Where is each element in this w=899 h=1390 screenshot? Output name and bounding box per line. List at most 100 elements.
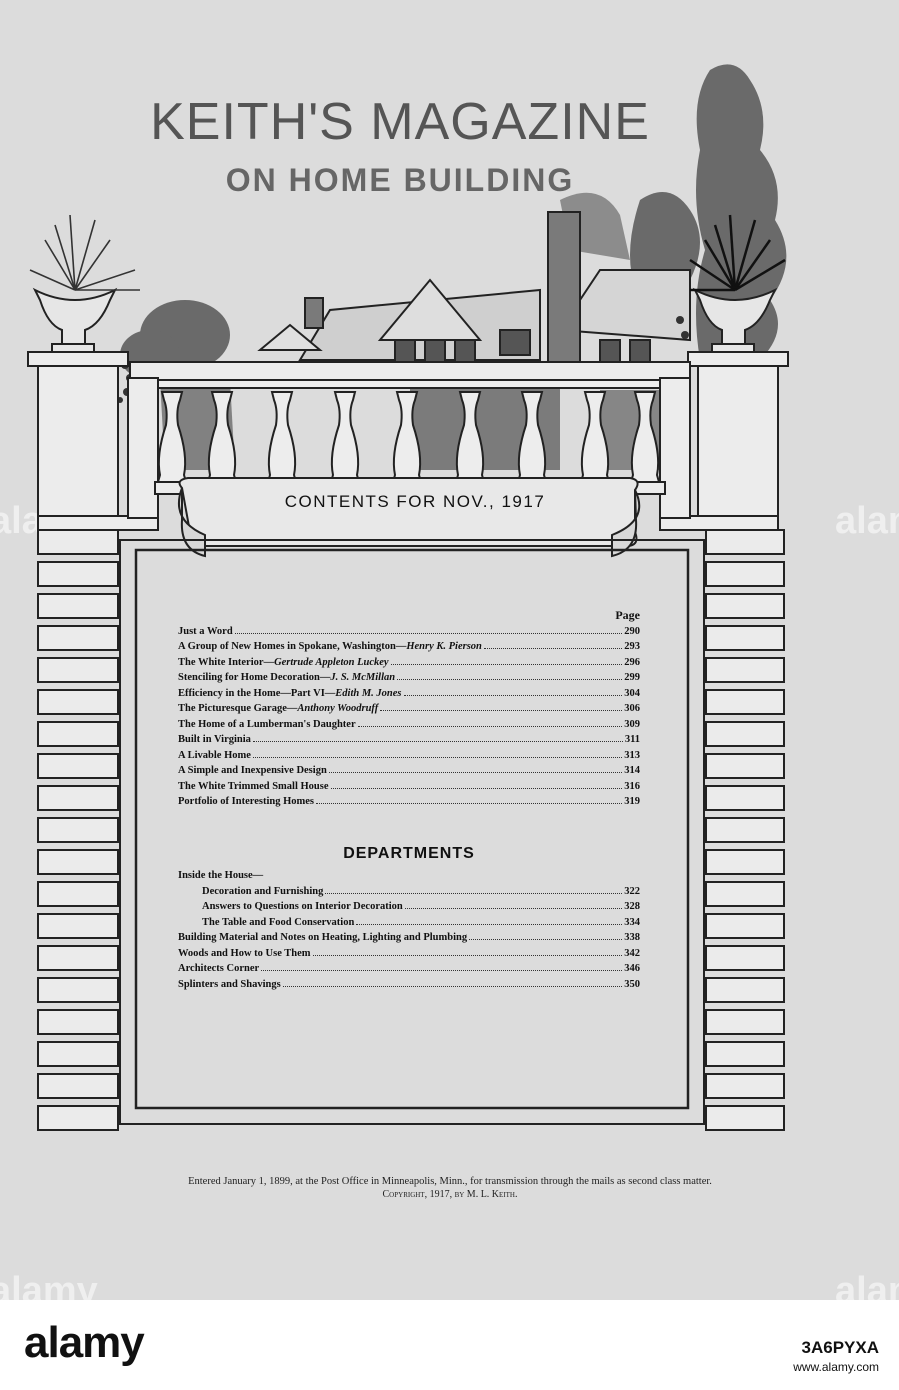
brick <box>37 1041 119 1067</box>
toc-list: Just a Word 290 A Group of New Homes in Sp… <box>178 624 640 810</box>
toc-row: Efficiency in the Home—Part VI—Edith M. … <box>178 686 640 702</box>
toc-entry-title: Architects Corner <box>178 963 260 974</box>
toc-entry-title: Just a Word <box>178 625 233 637</box>
toc-entry-page: 328 <box>624 901 640 912</box>
toc-entry-author: Gertrude Appleton Luckey <box>274 656 389 668</box>
brick <box>705 1009 785 1035</box>
brick <box>705 1041 785 1067</box>
toc-entry-page: 306 <box>624 703 640 714</box>
brick <box>705 849 785 875</box>
brick <box>705 561 785 587</box>
magazine-subtitle: ON HOME BUILDING <box>225 162 575 198</box>
contents-frame <box>119 539 705 1125</box>
toc-entry-page: 299 <box>624 672 640 683</box>
toc-entry-title: Answers to Questions on Interior Decorat… <box>202 901 403 912</box>
toc-leader-dots <box>469 931 623 940</box>
toc-entry-title: The White Interior <box>178 656 264 668</box>
toc-entry-page: 313 <box>624 749 640 761</box>
brick <box>37 1009 119 1035</box>
stock-image-id: 3A6PYXA <box>801 1338 879 1357</box>
toc-leader-dots <box>316 795 623 804</box>
toc-entry-page: 293 <box>624 641 640 652</box>
toc-leader-dots <box>357 718 623 727</box>
house-drawing <box>257 211 691 363</box>
toc-entry-title: Decoration and Furnishing <box>202 885 324 897</box>
brick <box>705 977 785 1003</box>
brick <box>37 945 119 971</box>
toc-leader-dots <box>328 764 623 773</box>
brick <box>705 945 785 971</box>
toc-entry-dash: — <box>263 656 275 668</box>
brick <box>37 753 119 779</box>
toc-row: A Livable Home 313 <box>178 748 640 764</box>
brick <box>37 561 119 587</box>
department-row: Splinters and Shavings 350 <box>178 977 640 993</box>
brick <box>37 849 119 875</box>
brick <box>37 625 119 651</box>
brick <box>37 913 119 939</box>
urn-left <box>29 214 140 353</box>
toc-leader-dots <box>483 640 623 649</box>
toc-entry-page: 350 <box>624 978 640 990</box>
brick <box>37 529 119 555</box>
right-pillar <box>659 351 789 531</box>
toc-entry-title: Woods and How to Use Them <box>178 947 311 959</box>
toc-leader-dots <box>330 780 623 789</box>
toc-row: Portfolio of Interesting Homes 319 <box>178 794 640 810</box>
watermark-right: alamy <box>835 500 899 542</box>
brick <box>37 1105 119 1131</box>
footer-copyright: Copyright, 1917, by M. L. Keith. <box>382 1189 518 1200</box>
brick <box>705 785 785 811</box>
contents-banner <box>177 477 641 558</box>
toc-entry-page: 319 <box>624 796 640 807</box>
brick <box>705 689 785 715</box>
footer-notice: Entered January 1, 1899, at the Post Off… <box>40 1175 860 1201</box>
brick <box>37 1073 119 1099</box>
brick <box>37 721 119 747</box>
toc-entry-page: 342 <box>624 947 640 959</box>
toc-entry-author: Anthony Woodruff <box>297 703 379 714</box>
toc-entry-dash: — <box>286 703 298 714</box>
toc-entry-page: 322 <box>624 885 640 897</box>
toc-entry-title: Building Material and Notes on Heating, … <box>178 932 468 943</box>
departments-heading: DEPARTMENTS <box>343 844 475 862</box>
toc-entry-page: 290 <box>624 625 640 637</box>
brick <box>37 817 119 843</box>
toc-entry-author: J. S. McMillan <box>330 672 396 683</box>
balustrade <box>127 361 691 519</box>
toc-leader-dots <box>234 625 623 634</box>
department-row: Answers to Questions on Interior Decorat… <box>178 899 640 915</box>
brick <box>37 689 119 715</box>
toc-leader-dots <box>312 947 623 956</box>
toc-row: Just a Word 290 <box>178 624 640 640</box>
brick <box>37 977 119 1003</box>
brick <box>705 913 785 939</box>
toc-entry-title: Splinters and Shavings <box>178 978 281 990</box>
toc-page-header: Page <box>615 608 640 622</box>
toc-entry-title: A Livable Home <box>178 749 251 761</box>
toc-entry-title: The White Trimmed Small House <box>178 780 329 792</box>
toc-entry-page: 338 <box>624 932 640 943</box>
brick <box>705 1073 785 1099</box>
toc-entry-title: A Group of New Homes in Spokane, Washing… <box>178 641 396 652</box>
brick <box>705 881 785 907</box>
toc-leader-dots <box>397 671 623 680</box>
brick <box>37 785 119 811</box>
brick <box>705 753 785 779</box>
magazine-title: KEITH'S MAGAZINE <box>150 93 650 151</box>
toc-entry-title: The Table and Food Conservation <box>202 916 355 928</box>
toc-leader-dots <box>390 656 623 665</box>
baluster <box>266 391 298 483</box>
toc-entry-title: Portfolio of Interesting Homes <box>178 796 314 807</box>
toc-entry-page: 309 <box>624 718 640 730</box>
cover-illustration <box>27 64 789 1131</box>
toc-entry-author: Henry K. Pierson <box>406 641 482 652</box>
toc-entry-title: Stenciling for Home Decoration <box>178 672 320 683</box>
brick <box>705 1105 785 1131</box>
